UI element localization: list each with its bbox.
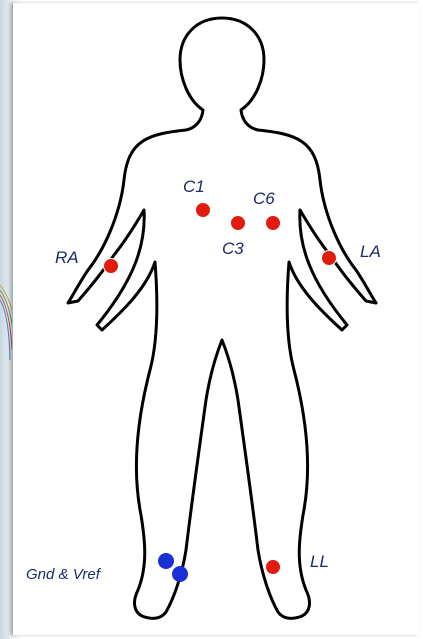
- label-ra: RA: [55, 249, 79, 267]
- electrode-c6-icon: [266, 216, 281, 231]
- electrode-c1-icon: [196, 203, 211, 218]
- electrode-ra-icon: [104, 259, 119, 274]
- label-gnd-vref: Gnd & Vref: [26, 566, 100, 584]
- electrode-c3-icon: [231, 216, 246, 231]
- label-ll: LL: [310, 553, 329, 571]
- electrode-ll-icon: [266, 560, 281, 575]
- electrode-la-icon: [322, 251, 337, 266]
- label-c1: C1: [183, 178, 205, 196]
- label-c3: C3: [222, 240, 244, 258]
- body-outline-icon: [68, 18, 376, 618]
- electrode-vref-icon: [172, 566, 188, 582]
- electrode-gnd-icon: [158, 553, 174, 569]
- label-la: LA: [360, 243, 381, 261]
- label-c6: C6: [253, 190, 275, 208]
